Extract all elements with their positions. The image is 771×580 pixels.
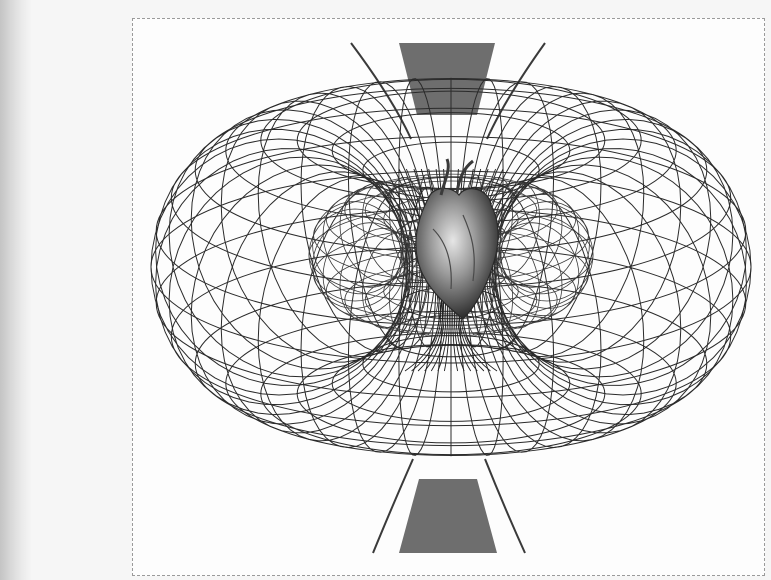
outer-torus-meridian bbox=[151, 139, 407, 395]
figure-frame bbox=[132, 18, 765, 576]
inner-torus-meridian bbox=[309, 209, 401, 301]
lower-beam bbox=[399, 479, 497, 553]
upper-field-line-left bbox=[351, 43, 411, 139]
inner-torus-meridian bbox=[501, 209, 593, 301]
page-binding-shadow bbox=[0, 0, 32, 580]
torus-figure bbox=[133, 19, 766, 577]
outer-torus-meridian bbox=[495, 139, 751, 395]
